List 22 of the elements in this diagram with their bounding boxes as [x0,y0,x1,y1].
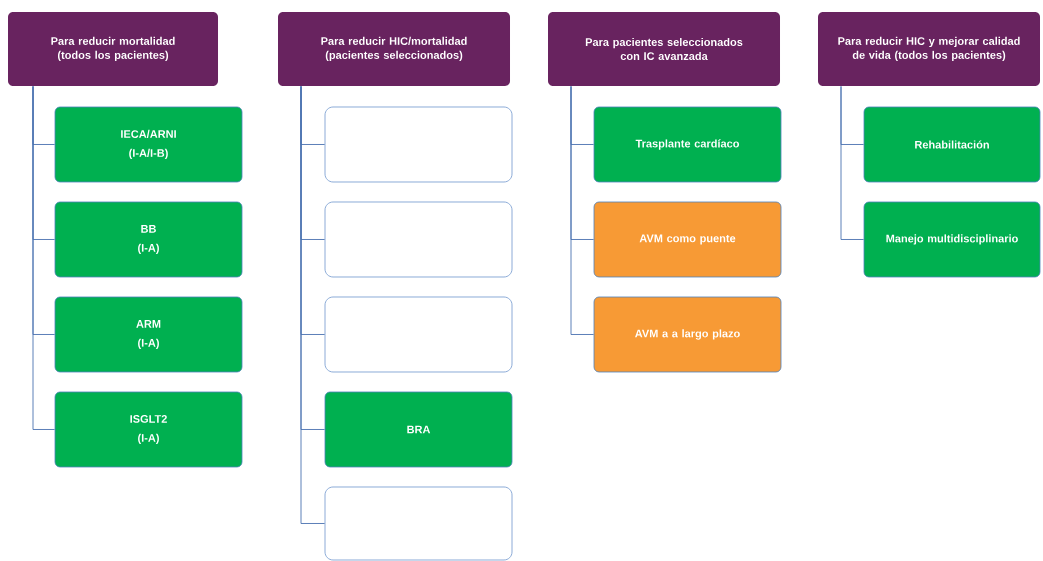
treatment-box: IECA/ARNI (I-A/I-B) [54,106,243,183]
treatment-box: Trasplante cardíaco [593,106,782,183]
treatment-box: AVM a a largo plazo [593,296,782,373]
treatment-box: ARM (I-A) [54,296,243,373]
treatment-box: BRA [324,391,513,468]
connector-line [570,85,595,335]
connector-line [840,85,865,240]
category-header: Para reducir HIC/mortalidad (pacientes seleccionados) [278,12,510,86]
treatment-box: Manejo multidisciplinario [863,201,1041,278]
treatment-box: ISGLT2 (I-A) [54,391,243,468]
category-header: Para reducir mortalidad (todos los pacientes) [8,12,218,86]
connector-line [32,85,56,430]
connector-line [300,85,326,524]
empty-box [324,486,513,561]
category-header: Para pacientes seleccionados con IC avanzada [548,12,780,86]
empty-box [324,106,513,183]
empty-box [324,201,513,278]
empty-box [324,296,513,373]
treatment-box: AVM como puente [593,201,782,278]
treatment-box: BB (I-A) [54,201,243,278]
treatment-box: Rehabilitación [863,106,1041,183]
category-header: Para reducir HIC y mejorar calidad de vida (todos los pacientes) [818,12,1040,86]
